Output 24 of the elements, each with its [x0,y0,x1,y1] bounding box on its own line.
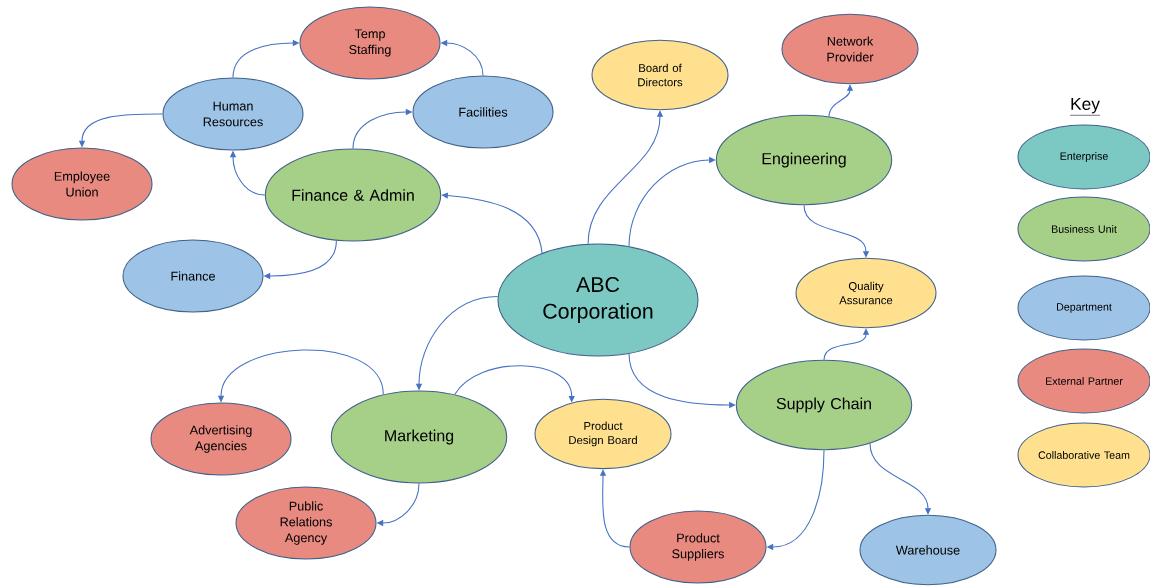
ellipse-node: Quality Assurance [795,257,937,329]
ellipse-node: Engineering [715,114,893,206]
ellipse-node: Facilities [412,75,554,149]
arrow [441,192,543,254]
arrow [599,469,630,548]
ellipse-node: Warehouse [859,514,997,586]
arrow [869,443,932,515]
ellipse-node: Human Resources [162,77,304,151]
arrow [803,204,870,258]
ellipse-node: Marketing [330,390,508,484]
ellipse-node: Network Provider [781,13,919,85]
ellipse-node: Employee Union [11,147,153,221]
ellipse-node: Supply Chain [735,359,913,451]
key-heading: Key [1069,97,1101,116]
ellipse-node: Advertising Agencies [150,402,292,476]
ellipse-node: Public Relations Agency [235,486,377,560]
ellipse-node: Product Design Board [534,398,672,470]
ellipse-node: ABC Corporation [497,243,699,357]
ellipse-node: Finance [122,239,264,313]
ellipse-node: Board of Directors [591,39,729,111]
arrow [628,156,716,247]
ellipse-node: Temp Staffing [299,6,441,80]
ellipse-node: Product Suppliers [629,510,767,584]
ellipse-node: Finance & Admin [264,148,442,242]
